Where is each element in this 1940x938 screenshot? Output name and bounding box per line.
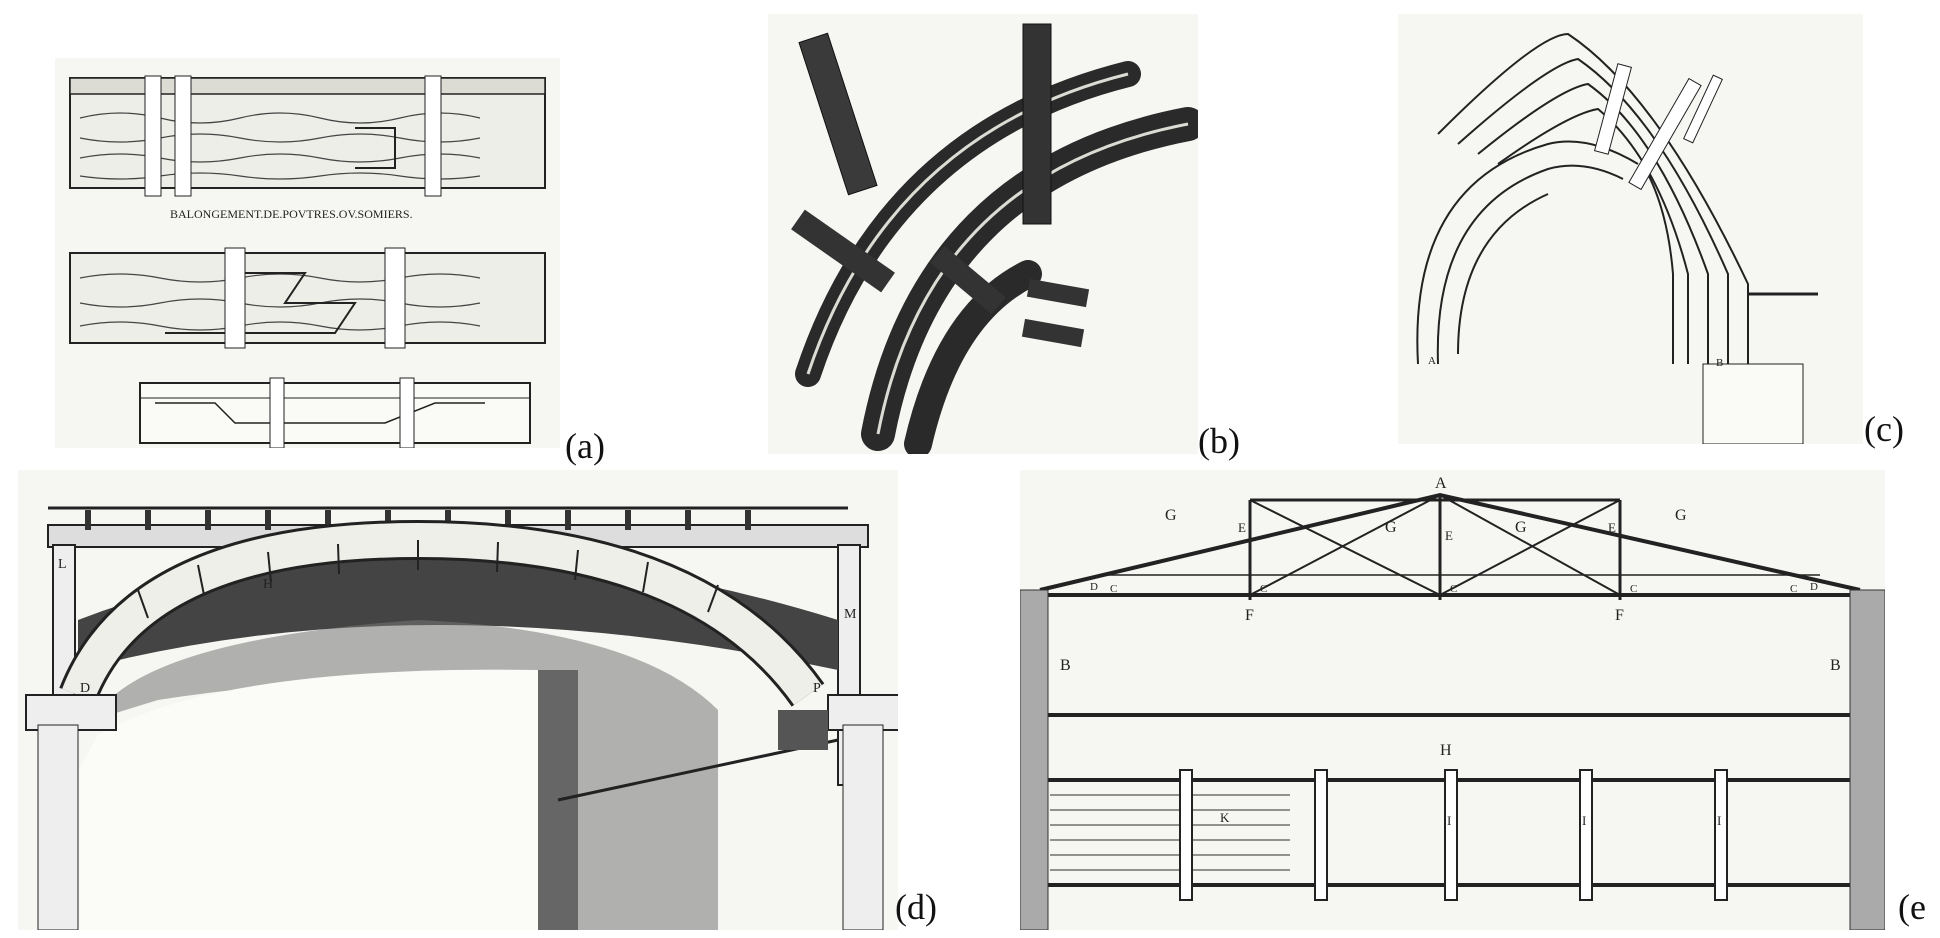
e-letter-b1: B	[1060, 657, 1071, 674]
arch-letter-a: A	[1428, 355, 1436, 367]
ceiling-arch-drawing: L H D P M	[25, 506, 898, 930]
d-letter-m: M	[844, 607, 857, 622]
roof-truss-drawing: A G G G G E E E F F B B H K I I I C C C …	[1020, 475, 1885, 930]
e-letter-c2: C	[1260, 583, 1267, 595]
e-letter-f2: F	[1615, 607, 1624, 624]
e-letter-e3: E	[1608, 520, 1616, 535]
curved-timber-drawing	[791, 23, 1198, 454]
e-letter-a: A	[1435, 475, 1447, 492]
e-letter-i3: I	[1717, 813, 1721, 828]
d-letter-d: D	[80, 681, 90, 696]
e-letter-f1: F	[1245, 607, 1254, 624]
e-letter-c4: C	[1630, 583, 1637, 595]
tag-b: (b)	[1198, 421, 1240, 461]
pointed-arch-drawing: A B	[1416, 32, 1818, 444]
e-letter-i1: I	[1447, 813, 1451, 828]
e-letter-g2: G	[1385, 519, 1397, 536]
e-letter-b2: B	[1830, 657, 1841, 674]
e-letter-d1: D	[1090, 581, 1098, 593]
d-letter-p: P	[813, 681, 821, 696]
tag-c: (c)	[1864, 409, 1904, 449]
tag-e: (e	[1898, 887, 1926, 927]
panel-d-ceiling-arch: L H D P M	[18, 470, 898, 930]
e-letter-c5: C	[1790, 583, 1797, 595]
e-letter-g1: G	[1165, 507, 1177, 524]
e-letter-h: H	[1440, 742, 1452, 759]
e-letter-c3: C	[1450, 583, 1457, 595]
panel-b-curved-timber	[768, 14, 1198, 454]
d-letter-l: L	[58, 557, 67, 572]
tag-a: (a)	[565, 426, 605, 466]
e-letter-e2: E	[1445, 528, 1453, 543]
arch-letter-b: B	[1716, 357, 1723, 369]
caption-a: BALONGEMENT.DE.POVTRES.OV.SOMIERS.	[170, 207, 413, 221]
e-letter-d2: D	[1810, 581, 1818, 593]
panel-e-roof-truss: A G G G G E E E F F B B H K I I I C C C …	[1020, 470, 1885, 930]
e-letter-g3: G	[1515, 519, 1527, 536]
d-letter-h: H	[263, 577, 273, 592]
e-letter-e1: E	[1238, 520, 1246, 535]
panel-c-pointed-arch: A B	[1398, 14, 1863, 444]
e-letter-g4: G	[1675, 507, 1687, 524]
e-letter-k: K	[1220, 810, 1230, 825]
panel-a-beam-splicing: BALONGEMENT.DE.POVTRES.OV.SOMIERS.	[55, 58, 560, 448]
beam-splicing-drawing: BALONGEMENT.DE.POVTRES.OV.SOMIERS.	[69, 75, 546, 448]
tag-d: (d)	[895, 887, 937, 927]
e-letter-i2: I	[1582, 813, 1586, 828]
e-letter-c1: C	[1110, 583, 1117, 595]
